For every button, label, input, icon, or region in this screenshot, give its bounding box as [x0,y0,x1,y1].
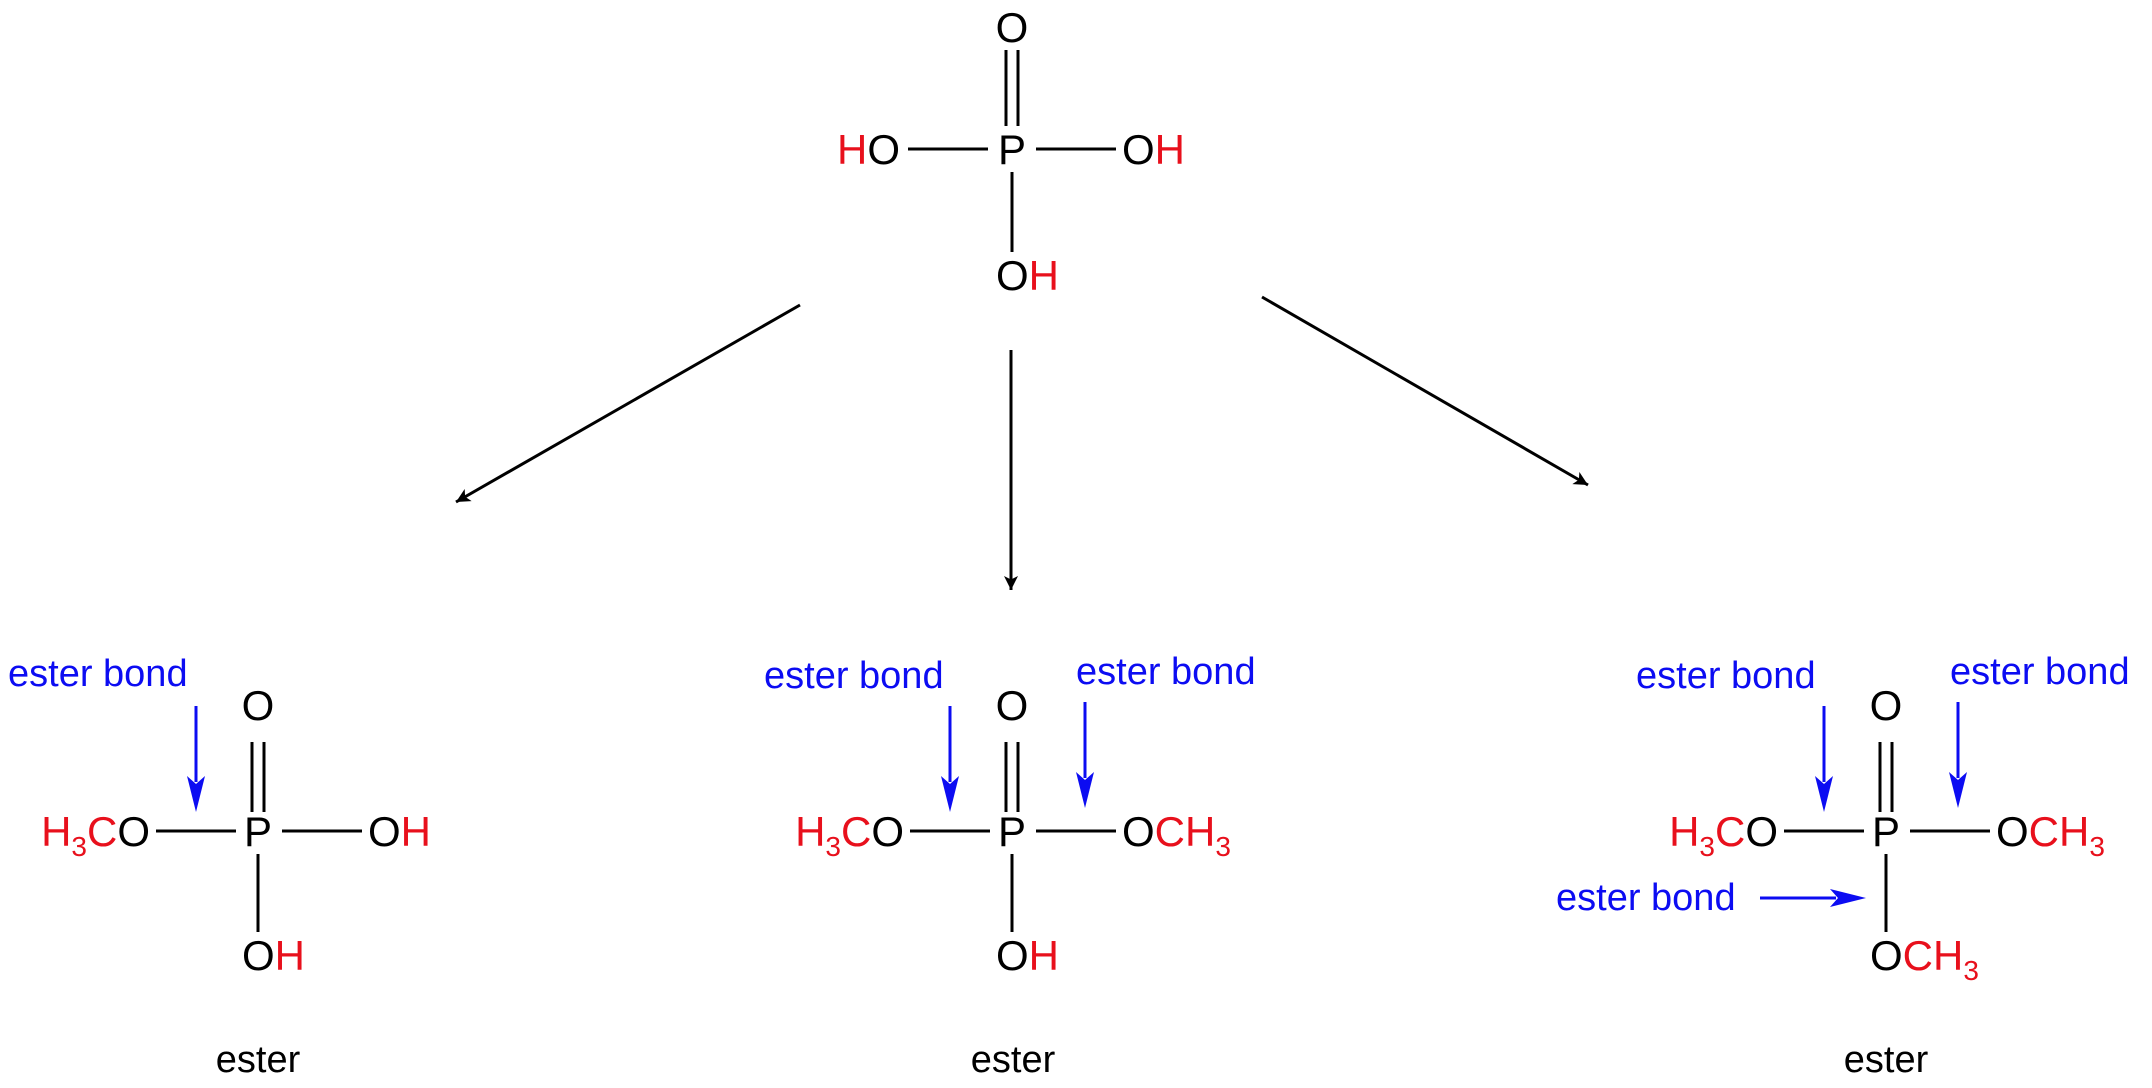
group-oh-bottom: OH [996,932,1059,979]
atom-o-double: O [1870,682,1903,729]
group-oh-right: OH [1122,126,1185,173]
reaction-arrows [455,295,1589,590]
product-label-middle: ester [971,1039,1056,1081]
ester-bond-arrow-head [187,776,205,812]
ester-bond-label-right: ester bond [1950,651,2130,693]
reaction-arrow-left [455,303,801,504]
group-och3-bottom: OCH3 [1870,932,1979,986]
atom-p: P [1872,808,1900,855]
ester-bond-arrow-head-right [1949,772,1967,808]
group-och3-right: OCH3 [1996,808,2105,862]
ester-bond-label-right: ester bond [1076,651,1256,693]
group-och3-right: OCH3 [1122,808,1231,862]
monoester-molecule: O P H3CO OH OH [41,682,431,979]
group-h3co-left: H3CO [795,808,904,862]
ester-bond-label-left: ester bond [764,655,944,697]
reaction-arrow-right [1261,295,1589,487]
ester-bond-arrow-head-right [1076,772,1094,808]
group-ho-left: HO [837,126,900,173]
triester-molecule: O P H3CO OCH3 OCH3 [1669,682,2105,986]
group-oh-right: OH [368,808,431,855]
product-label-left: ester [216,1039,301,1081]
ester-bond-arrow-head-left [1815,776,1833,812]
atom-o-double: O [242,682,275,729]
ester-bond-label: ester bond [8,653,188,695]
group-h3co-left: H3CO [1669,808,1778,862]
atom-o-double: O [996,4,1029,51]
atom-p: P [998,126,1026,173]
atom-p: P [998,808,1026,855]
product-label-right: ester [1844,1039,1929,1081]
diester-molecule: O P H3CO OCH3 OH [795,682,1231,979]
group-h3co-left: H3CO [41,808,150,862]
atom-p: P [244,808,272,855]
monoester-annotations: ester bond [8,653,205,812]
ester-bond-arrow-head-left [941,776,959,812]
phosphoric-acid-molecule: O P HO OH OH [837,4,1185,299]
ester-bond-label-left: ester bond [1636,655,1816,697]
diester-annotations: ester bond ester bond [764,651,1256,812]
triester-annotations: ester bond ester bond ester bond [1556,651,2130,919]
ester-bond-arrow-head-bottom [1830,889,1866,907]
group-oh-bottom: OH [242,932,305,979]
atom-o-double: O [996,682,1029,729]
ester-bond-label-bottom: ester bond [1556,877,1736,919]
group-oh-bottom: OH [996,252,1059,299]
